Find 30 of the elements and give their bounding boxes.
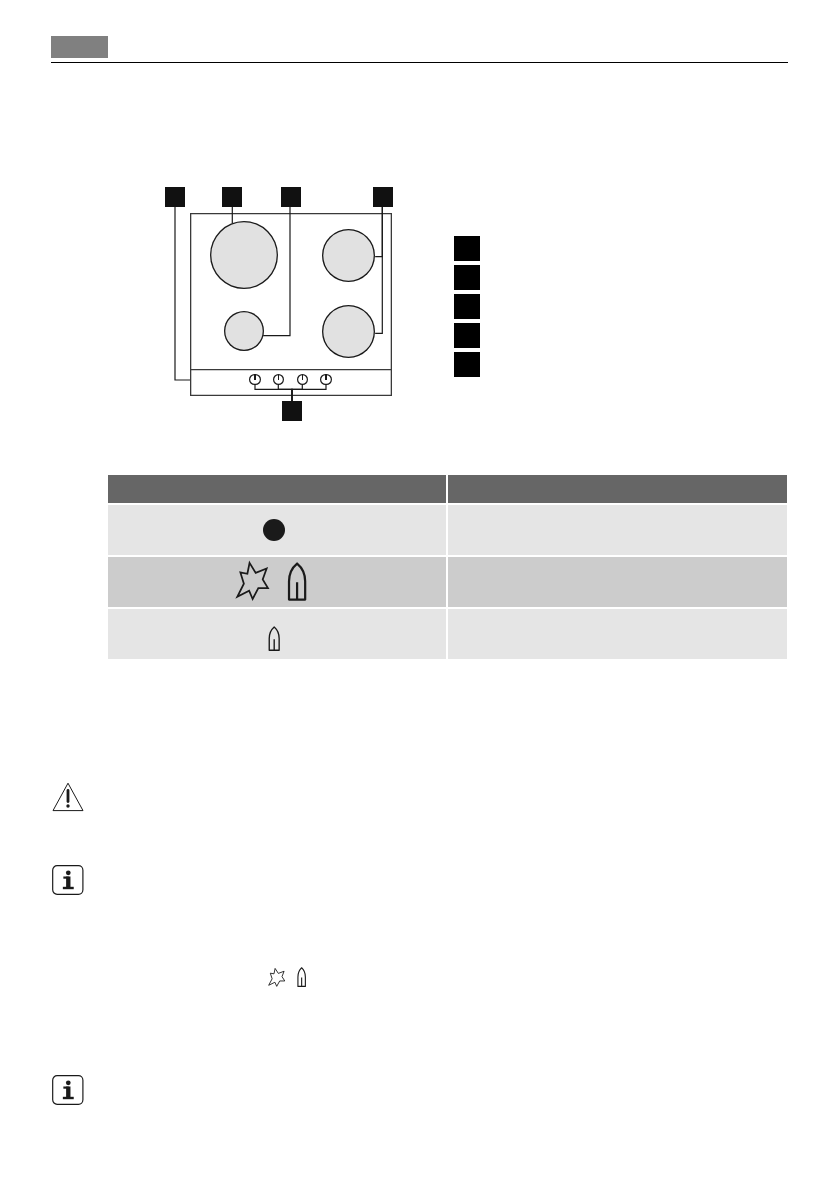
callout-marker xyxy=(282,401,302,421)
control-knob xyxy=(296,373,309,386)
control-knob xyxy=(272,373,285,386)
cooking-zone xyxy=(223,311,264,351)
table-cell xyxy=(108,557,446,607)
control-knob xyxy=(320,373,332,386)
callout-marker xyxy=(373,187,393,207)
table-cell xyxy=(448,505,787,555)
leader-line xyxy=(262,206,291,337)
leader-line xyxy=(374,206,383,334)
callout-marker xyxy=(454,265,480,290)
table-header-cell xyxy=(448,475,787,503)
callout-marker xyxy=(281,187,301,207)
leader-line xyxy=(231,206,233,224)
callout-marker xyxy=(454,352,480,377)
leader-line xyxy=(291,384,327,402)
callout-marker xyxy=(165,187,185,207)
table-cell xyxy=(108,505,446,555)
callout-marker xyxy=(222,187,242,207)
callout-marker xyxy=(454,294,480,319)
callout-marker xyxy=(454,323,480,348)
table-cell xyxy=(448,557,787,607)
table-cell xyxy=(108,609,446,659)
callout-marker xyxy=(454,236,480,261)
table-header-cell xyxy=(108,475,446,503)
table-cell xyxy=(448,609,787,659)
leader-line xyxy=(174,206,191,381)
control-knob xyxy=(249,373,261,386)
header-tab xyxy=(51,36,108,58)
cooktop-outline xyxy=(190,213,392,396)
